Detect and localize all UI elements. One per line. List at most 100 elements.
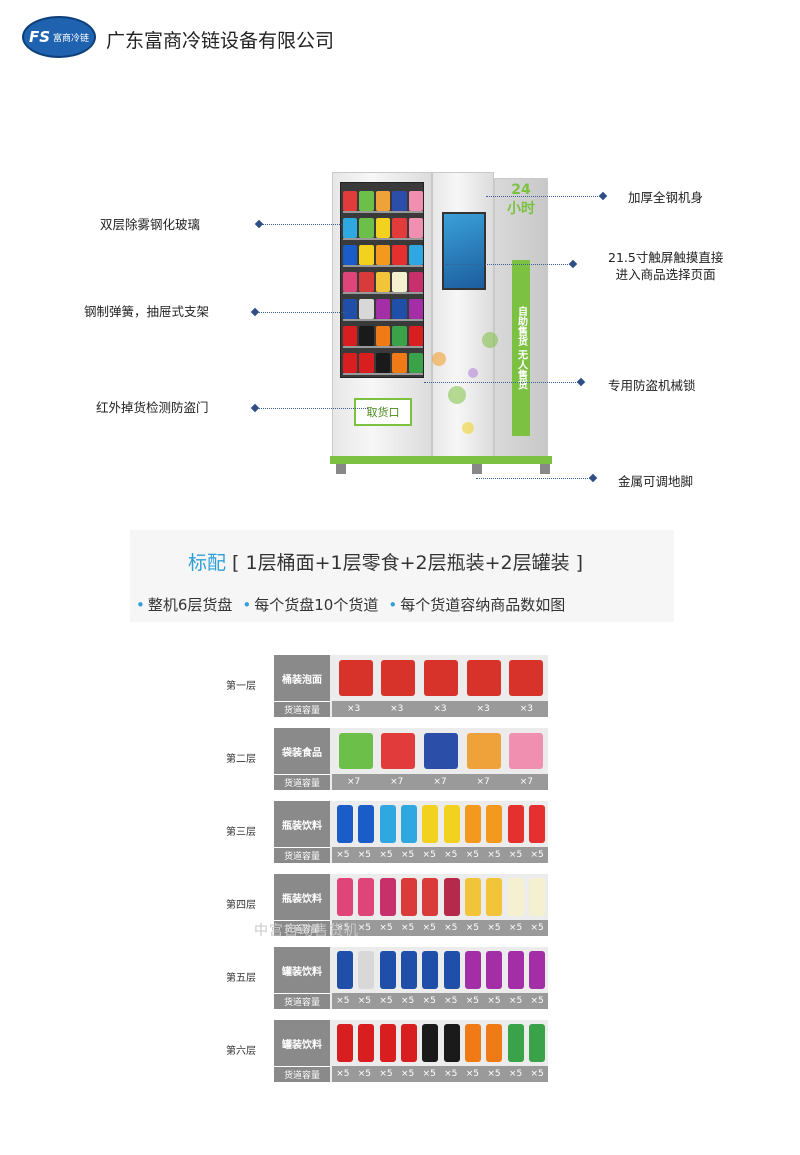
callout-glass: 双层除雾钢化玻璃	[100, 217, 201, 232]
shelf-product	[392, 299, 407, 319]
layer-name: 第五层	[226, 973, 256, 984]
shelf-product	[359, 272, 374, 292]
glass-shelf	[343, 241, 424, 267]
product-image	[509, 733, 544, 769]
callout-line	[256, 408, 368, 409]
bullet-dot-icon: •	[388, 596, 398, 614]
layer-products	[336, 876, 546, 918]
shelf-product	[392, 245, 407, 265]
machine-base	[330, 456, 552, 464]
callout-door: 红外掉货检测防盗门	[96, 400, 209, 415]
lane-capacity: ×5	[508, 923, 523, 933]
callout-lock: 专用防盗机械锁	[608, 378, 696, 393]
callout-pin	[250, 403, 260, 413]
product-image	[379, 805, 396, 843]
layer-category: 瓶装饮料	[274, 874, 330, 920]
product-image	[464, 951, 481, 989]
shelf-product	[375, 191, 391, 211]
layer-name: 第二层	[226, 754, 256, 765]
lane-capacity: ×5	[487, 850, 501, 860]
product-image	[486, 878, 503, 916]
lane-capacity: ×3	[433, 704, 447, 714]
product-image	[464, 878, 481, 916]
config-bullet: •每个货道容纳商品数如图	[388, 596, 566, 614]
product-image	[528, 878, 545, 916]
product-image	[401, 951, 418, 989]
product-image	[466, 733, 501, 769]
shelf-product	[343, 191, 358, 211]
lane-capacity: ×5	[357, 1069, 372, 1079]
callout-pin	[254, 219, 264, 229]
lane-capacity: ×5	[465, 923, 479, 933]
callout-pin	[250, 307, 260, 317]
layer-category: 桶装泡面	[274, 655, 330, 701]
touch-screen	[442, 212, 486, 290]
config-title: 标配 [ 1层桶面+1层零食+2层瓶装+2层罐装 ]	[188, 548, 583, 575]
shelf-product	[375, 272, 391, 292]
shelf-product	[408, 353, 424, 373]
glass-shelf	[343, 268, 424, 294]
shelf-product	[343, 218, 358, 238]
lane-capacity: ×3	[476, 704, 490, 714]
product-image	[443, 1024, 460, 1062]
lane-capacity: ×5	[487, 923, 501, 933]
product-image	[422, 1024, 439, 1062]
product-image	[423, 660, 458, 696]
lane-capacity: ×7	[390, 777, 404, 787]
layer-name: 第四层	[226, 900, 256, 911]
product-image	[443, 878, 460, 916]
lane-capacity: ×5	[400, 1069, 415, 1079]
product-image	[381, 733, 416, 769]
logo-mark: FS	[28, 28, 51, 46]
lane-capacity: ×5	[422, 996, 436, 1006]
layer-counts: ×5×5×5×5×5×5×5×5×5×5	[332, 993, 548, 1009]
callout-pin	[588, 473, 598, 483]
shelf-product	[359, 326, 374, 346]
config-title-highlight: 标配	[188, 552, 227, 574]
product-image	[486, 951, 503, 989]
product-image	[528, 805, 545, 843]
layer-products	[336, 1022, 546, 1064]
product-image	[528, 1024, 545, 1062]
lane-capacity: ×5	[400, 996, 415, 1006]
lane-capacity: ×5	[465, 996, 479, 1006]
lane-capacity: ×5	[336, 996, 350, 1006]
bullet-dot-icon: •	[136, 596, 145, 614]
config-bullet: •每个货盘10个货道	[242, 596, 379, 614]
layer-counts: ×3×3×3×3×3	[332, 701, 548, 717]
badge-line: 24	[511, 182, 531, 198]
shelf-product	[408, 299, 424, 319]
lane-capacity: ×5	[422, 1069, 436, 1079]
callout-line	[486, 196, 602, 197]
layer-counts: ×5×5×5×5×5×5×5×5×5×5	[332, 1066, 548, 1082]
capacity-label: 货道容量	[274, 993, 330, 1009]
product-image	[381, 660, 416, 696]
lane-capacity: ×3	[390, 704, 404, 714]
layer-row: 第二层袋装食品货道容量×7×7×7×7×7	[222, 728, 548, 790]
watermark: 中宫自动售货机	[254, 923, 359, 939]
callout-spring: 钢制弹簧，抽屉式支架	[84, 304, 210, 319]
layer-products	[336, 803, 546, 845]
shelf-product	[375, 245, 391, 265]
layer-category: 袋装食品	[274, 728, 330, 774]
lane-capacity: ×5	[336, 923, 350, 933]
callout-pin	[576, 377, 586, 387]
badge-line: 小时	[507, 201, 535, 217]
lane-capacity: ×5	[336, 1069, 350, 1079]
shelf-product	[392, 353, 407, 373]
product-image	[464, 805, 481, 843]
layer-counts: ×5×5×5×5×5×5×5×5×5×5	[332, 847, 548, 863]
shelf-product	[343, 272, 358, 292]
layer-category: 瓶装饮料	[274, 801, 330, 847]
shelf-product	[359, 245, 374, 265]
capacity-label: 货道容量	[274, 847, 330, 863]
callout-line	[424, 382, 580, 383]
24h-badge: 24 小时	[506, 182, 536, 244]
config-bullets: •整机6层货盘 •每个货盘10个货道 •每个货道容纳商品数如图	[136, 594, 565, 615]
lane-capacity: ×5	[465, 1069, 479, 1079]
decor-dot	[482, 332, 498, 348]
logo-subtext: 富商冷链	[53, 33, 90, 44]
product-image	[358, 1024, 375, 1062]
company-name: 广东富商冷链设备有限公司	[106, 30, 335, 52]
